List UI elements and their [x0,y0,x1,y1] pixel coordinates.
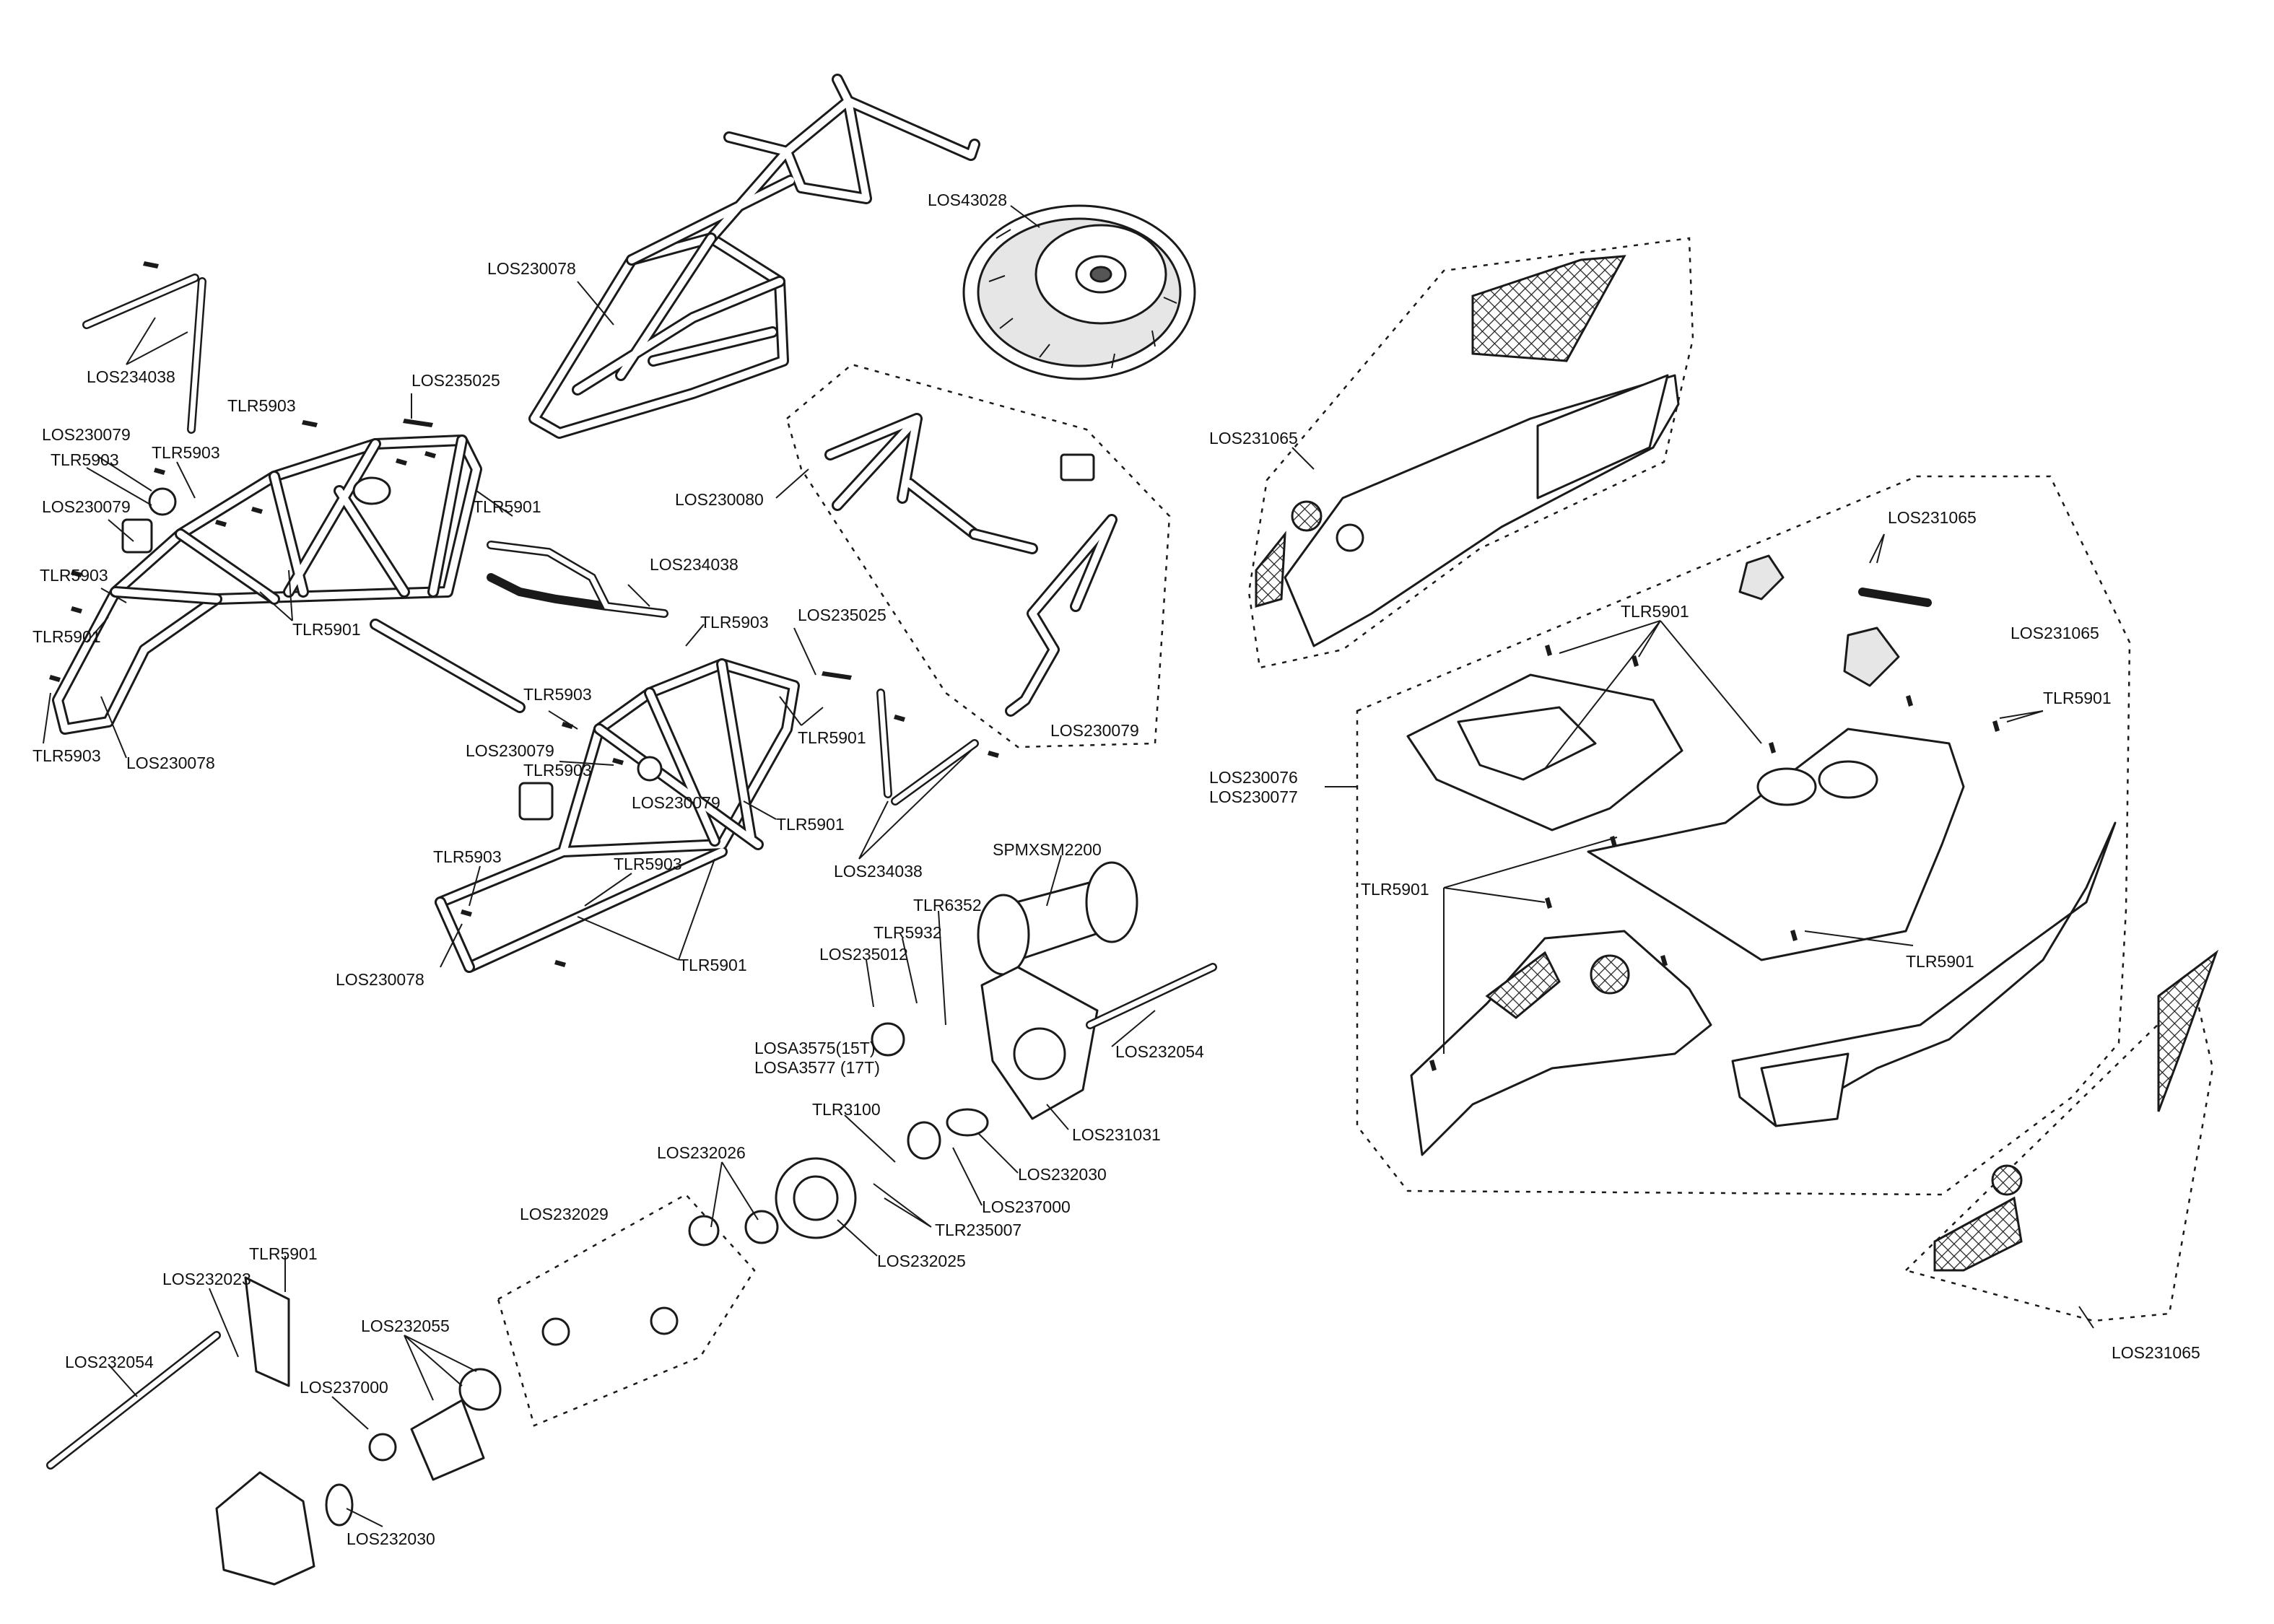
label-los232030-right: LOS232030 [1018,1165,1107,1184]
side-vent-group-outline [1904,987,2214,1322]
label-spmxsm2200: SPMXSM2200 [993,840,1102,859]
label-losa3577: LOSA3577 (17T) [754,1058,880,1077]
label-tlr5903-top: TLR5903 [227,396,296,415]
label-los235012: LOS235012 [819,945,908,964]
label-tlr5901-cab-bottom: TLR5901 [1906,952,1974,971]
label-los232025: LOS232025 [877,1252,966,1270]
roll-cage-left-side [52,435,482,735]
label-tlr5903-upper-mid: TLR5903 [152,443,220,462]
hood-group-outline [1247,237,1694,669]
label-los232054-right: LOS232054 [1115,1042,1204,1061]
label-los230079-light-pod: LOS230079 [42,497,131,516]
label-tlr5901-diff: TLR5901 [249,1244,318,1263]
label-tlr5903-upper-left: TLR5903 [51,450,119,469]
label-los232029: LOS232029 [520,1205,609,1223]
group-outlines [497,237,2214,1427]
label-los237000-right: LOS237000 [982,1197,1071,1216]
label-los230076: LOS230076 [1209,768,1298,787]
label-tlr5901-bottom: TLR5901 [679,956,747,974]
part-labels: LOS234038 TLR5903 LOS235025 LOS230079 TL… [32,191,2200,1548]
side-vents [1933,949,2219,1272]
label-tlr5903-right-cage: TLR5903 [700,613,769,632]
label-tlr5901-cab-top: TLR5901 [1621,602,1689,621]
label-los230080: LOS230080 [675,490,764,509]
drivetrain [46,861,1217,1586]
label-tlr5901-cage-mid: TLR5901 [292,620,361,639]
label-los234038-sway: LOS234038 [650,555,739,574]
label-los230078-left: LOS230078 [126,754,215,772]
roll-cage-right-side [435,658,800,973]
label-tlr5901-right-lower: TLR5901 [776,815,845,834]
label-los43028: LOS43028 [928,191,1007,209]
label-tlr5901-right-cage: TLR5901 [798,728,866,747]
label-tlr6352: TLR6352 [913,896,982,914]
label-los231065-hood: LOS231065 [1209,429,1298,448]
label-los231065-right: LOS231065 [2011,624,2099,642]
leader-lines [43,205,2094,1527]
label-los230079-rear-arm: LOS230079 [1050,721,1139,740]
label-los232055: LOS232055 [361,1317,450,1335]
small-parts [82,274,979,821]
label-los230078-top: LOS230078 [487,259,576,278]
label-tlr5903-lower: TLR5903 [433,847,502,866]
label-los230078-right: LOS230078 [336,970,424,989]
label-tlr5901-left-side: TLR5901 [32,627,101,646]
label-tlr5903-left-side: TLR5903 [40,566,108,585]
label-losa3575: LOSA3575(15T) [754,1039,875,1057]
label-tlr3100: TLR3100 [812,1100,881,1119]
label-los231031: LOS231031 [1072,1125,1161,1144]
label-tlr235007: TLR235007 [935,1221,1021,1239]
rear-arm-assembly [824,413,1118,717]
label-los230079-upper: LOS230079 [42,425,131,444]
label-los235025-right: LOS235025 [798,606,886,624]
label-los231065-mirror: LOS231065 [1888,508,1977,527]
differential-group-outline [497,1193,756,1427]
label-los237000-left: LOS237000 [300,1378,388,1397]
spare-tire [962,204,1196,380]
label-tlr5903-lower-mid: TLR5903 [614,855,682,873]
cab-group-outline [1356,475,2131,1196]
label-los232054-left: LOS232054 [65,1353,154,1371]
label-los234038-lower: LOS234038 [834,862,923,881]
label-tlr5903-lower-left: TLR5903 [32,746,101,765]
roll-cage-top [528,74,980,439]
hood-panels [1255,255,1680,647]
label-los232026: LOS232026 [657,1143,746,1162]
cab-body [1406,554,2117,1156]
label-tlr5903-mid: TLR5903 [523,685,592,704]
label-tlr5901-cab-left: TLR5901 [1361,880,1429,899]
label-los231065-vent: LOS231065 [2112,1343,2200,1362]
label-tlr5901-upper: TLR5901 [473,497,541,516]
label-los230079-bar: LOS230079 [466,741,554,760]
label-los232023: LOS232023 [162,1270,251,1288]
label-los232030-left: LOS232030 [347,1529,435,1548]
label-tlr5901-cab-right: TLR5901 [2043,689,2112,707]
label-los230077: LOS230077 [1209,787,1298,806]
label-tlr5932: TLR5932 [874,923,942,942]
label-tlr5903-mid-lower: TLR5903 [523,761,592,780]
label-los235025-top: LOS235025 [411,371,500,390]
rear-arm-group-outline [785,363,1171,748]
label-los230079-right: LOS230079 [632,793,720,812]
label-los234038-upper: LOS234038 [87,367,175,386]
